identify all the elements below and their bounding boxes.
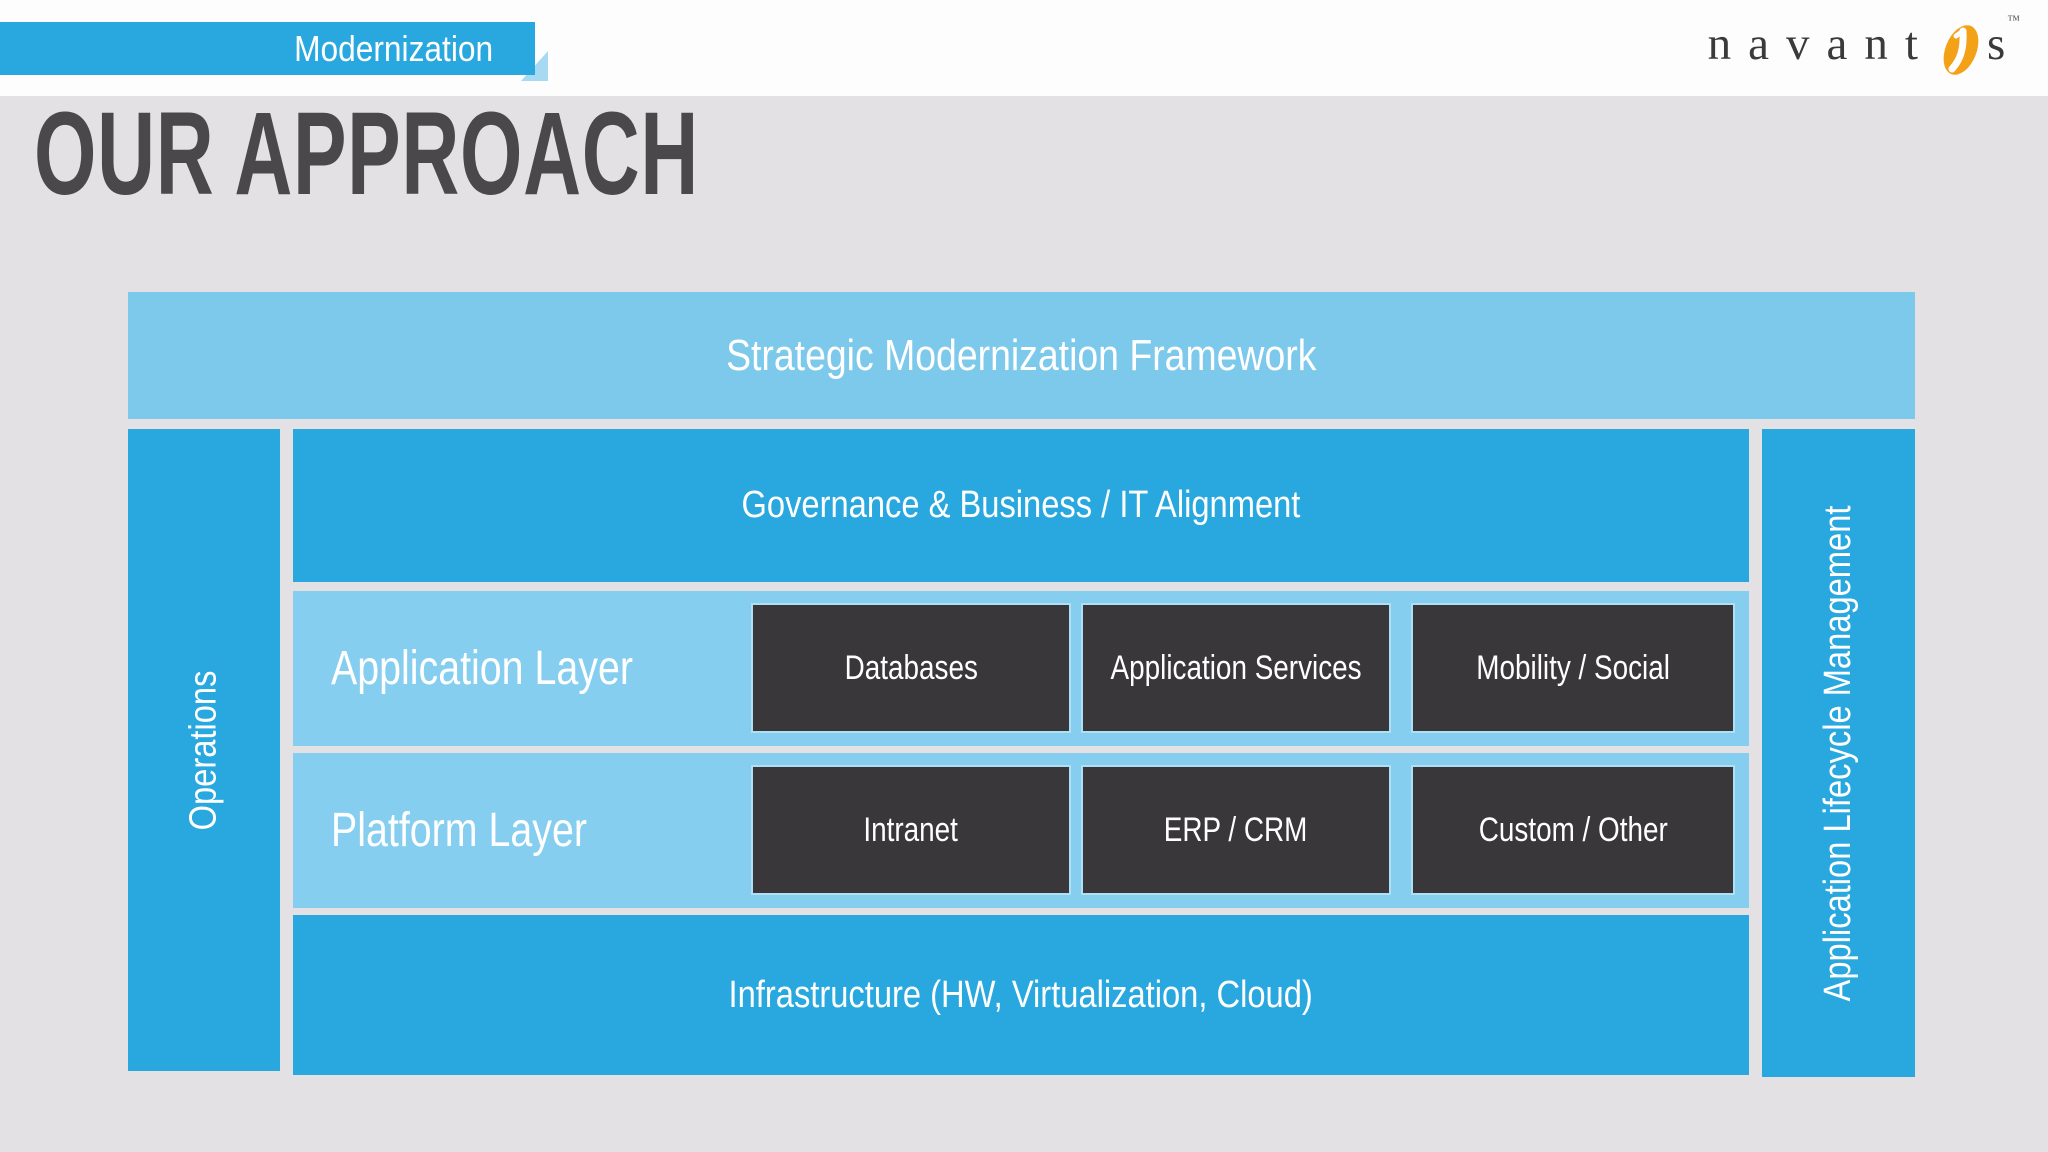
application-layer-row: Application Layer Databases Application … <box>293 591 1749 746</box>
framework-box-erp-crm: ERP / CRM <box>1083 767 1389 893</box>
framework-box-application-services: Application Services <box>1083 605 1389 731</box>
framework-diagram: Strategic Modernization Framework Operat… <box>128 292 1915 1078</box>
alm-column: Application Lifecycle Management <box>1762 429 1915 1077</box>
framework-box-mobility-social: Mobility / Social <box>1413 605 1733 731</box>
logo-leaf-icon <box>1943 25 1979 75</box>
framework-box-custom-other: Custom / Other <box>1413 767 1733 893</box>
logo-trademark: ™ <box>2007 12 2020 27</box>
platform-layer-row: Platform Layer Intranet ERP / CRM Custom… <box>293 753 1749 908</box>
framework-box-intranet: Intranet <box>753 767 1069 893</box>
governance-label: Governance & Business / IT Alignment <box>741 484 1301 526</box>
operations-label: Operations <box>182 670 225 830</box>
platform-layer-label: Platform Layer <box>331 804 587 857</box>
infrastructure-label: Infrastructure (HW, Virtualization, Clou… <box>728 973 1314 1016</box>
ribbon-label: Modernization <box>294 27 493 69</box>
logo-text-left: navant <box>1707 18 1935 70</box>
navantis-logo: navant s ™ <box>1707 10 2020 75</box>
modernization-ribbon: Modernization <box>0 22 535 75</box>
operations-column: Operations <box>128 429 280 1071</box>
infrastructure-bar: Infrastructure (HW, Virtualization, Clou… <box>293 915 1749 1075</box>
framework-box-databases: Databases <box>753 605 1069 731</box>
framework-header: Strategic Modernization Framework <box>128 292 1915 419</box>
alm-label: Application Lifecycle Management <box>1817 505 1860 1001</box>
application-layer-label: Application Layer <box>331 642 633 695</box>
page-title: OUR APPROACH <box>34 88 699 220</box>
top-bar: Modernization navant s ™ <box>0 0 2048 96</box>
governance-bar: Governance & Business / IT Alignment <box>293 429 1749 582</box>
framework-header-label: Strategic Modernization Framework <box>726 330 1317 380</box>
logo-text-right: s <box>1986 18 2006 70</box>
